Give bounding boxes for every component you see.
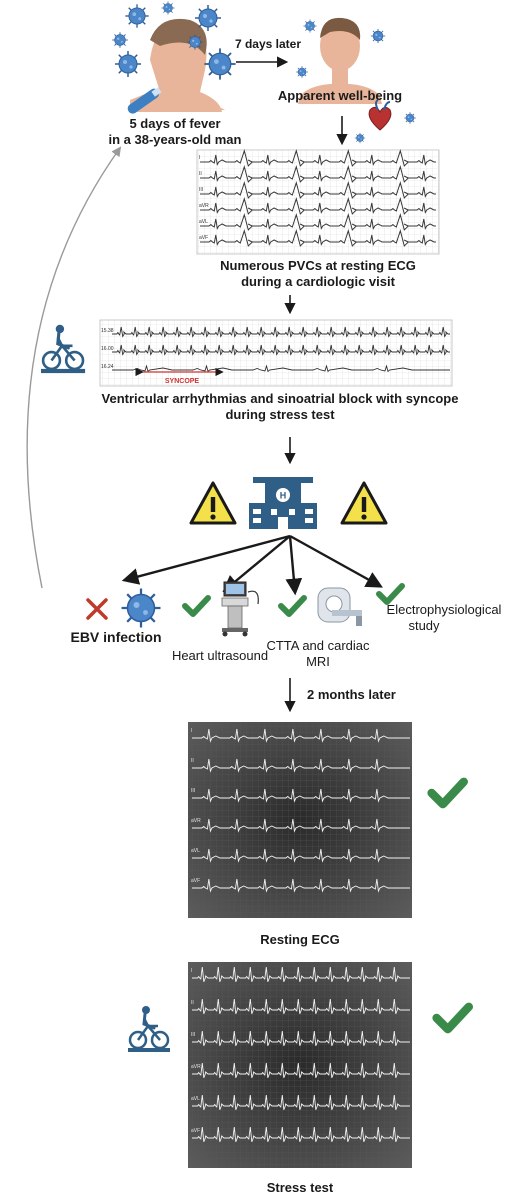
workup-ctta-label-line1: CTTA and cardiac — [266, 638, 370, 653]
heart-icon — [368, 99, 392, 131]
ecg-lead-label: aVL — [191, 848, 200, 854]
ecg-trace — [200, 165, 436, 183]
ctta-check-icon — [281, 598, 304, 614]
ecg-lead-label: II — [191, 758, 194, 764]
delay-label: 7 days later — [235, 37, 301, 51]
warning-icon-right — [340, 481, 388, 525]
workup-ep-label-line1: Electrophysiological — [387, 602, 502, 617]
stress-caption-line1: Ventricular arrhythmias and sinoatrial b… — [102, 391, 459, 406]
exercise-bike-icon — [39, 323, 87, 375]
fever-caption-line2: in a 38-years-old man — [109, 132, 242, 147]
ecg-lead-label: aVF — [199, 235, 208, 241]
svg-text:H: H — [280, 491, 287, 501]
feverish-patient-illustration — [127, 18, 225, 114]
stress-ecg-strip: 15.38 16.00 16.24 SYNCOPE — [99, 319, 453, 387]
pvc-caption-line1: Numerous PVCs at resting ECG — [220, 258, 416, 273]
ecg-trace — [112, 326, 450, 338]
mri-scanner-icon — [317, 587, 362, 626]
ecg-trace — [192, 788, 410, 803]
ecg-lead-label: aVR — [191, 1064, 201, 1070]
stress-caption-line2: during stress test — [225, 407, 335, 422]
ecg-lead-label: I — [191, 968, 192, 974]
ebv-virus-icon — [120, 587, 162, 629]
ecg-lead-label: aVF — [191, 878, 200, 884]
ecg-trace — [192, 728, 410, 743]
ecg-trace — [192, 998, 410, 1015]
wellbeing-caption: Apparent well-being — [278, 88, 402, 103]
ecg-trace — [192, 878, 410, 893]
ecg-lead-label: III — [191, 788, 195, 794]
ecg-lead-label: aVL — [191, 1096, 200, 1102]
ultrasound-machine-icon — [221, 581, 259, 637]
workup-ultrasound-label: Heart ultrasound — [172, 648, 268, 663]
workup-ctta-label-line2: MRI — [306, 654, 330, 669]
ecg-trace — [200, 229, 436, 247]
ecg-trace — [192, 818, 410, 833]
ecg-trace — [112, 344, 450, 356]
recovered-patient-illustration — [298, 17, 382, 104]
ecg-lead-label: II — [191, 1000, 194, 1006]
ecg-lead-label: 15.38 — [101, 328, 114, 334]
ecg-trace — [192, 1094, 410, 1111]
ecg-trace — [200, 213, 436, 231]
pvc-caption-line2: during a cardiologic visit — [241, 274, 396, 289]
ecg-lead-label: I — [199, 155, 200, 161]
resting-ecg-caption: Resting ECG — [260, 932, 339, 947]
followup-delay-label: 2 months later — [307, 687, 396, 702]
resting-ecg-check-icon — [432, 782, 464, 804]
ep-study-check-icon — [379, 586, 402, 602]
ecg-trace — [192, 1126, 410, 1143]
ecg-lead-label: III — [199, 187, 203, 193]
warning-icon-left — [189, 481, 237, 525]
ecg-trace — [200, 149, 436, 167]
stress-test-caption: Stress test — [267, 1180, 334, 1195]
ultrasound-check-icon — [185, 598, 208, 614]
thermometer-icon — [127, 87, 162, 114]
feedback-arrow — [26, 146, 122, 589]
stress-test-check-icon — [437, 1007, 469, 1029]
ebv-cross-icon — [86, 598, 108, 620]
workup-arrows — [121, 534, 383, 596]
workup-ebv-label: EBV infection — [70, 629, 161, 645]
ecg-trace — [200, 181, 436, 199]
fever-caption-line1: 5 days of fever — [129, 116, 220, 131]
ecg-lead-label: I — [191, 728, 192, 734]
workup-ep-label-line2: study — [408, 618, 440, 633]
ecg-trace — [200, 197, 436, 215]
exercise-bike-icon-2 — [126, 1004, 172, 1054]
syncope-label: SYNCOPE — [165, 378, 200, 385]
ecg-lead-label: 16.24 — [101, 364, 114, 370]
ecg-lead-label: aVF — [191, 1128, 200, 1134]
ecg-trace — [192, 966, 410, 983]
ecg-lead-label: aVR — [191, 818, 201, 824]
ecg-trace — [192, 1030, 410, 1047]
ecg-lead-label: aVL — [199, 219, 208, 225]
ecg-lead-label: II — [199, 171, 202, 177]
ecg-trace — [192, 758, 410, 773]
ecg-lead-label: aVR — [199, 203, 209, 209]
ecg-trace — [192, 848, 410, 863]
ecg-lead-label: III — [191, 1032, 195, 1038]
ecg-lead-label: 16.00 — [101, 346, 114, 352]
hospital-icon: H — [249, 477, 317, 529]
ecg-trace — [192, 1062, 410, 1079]
